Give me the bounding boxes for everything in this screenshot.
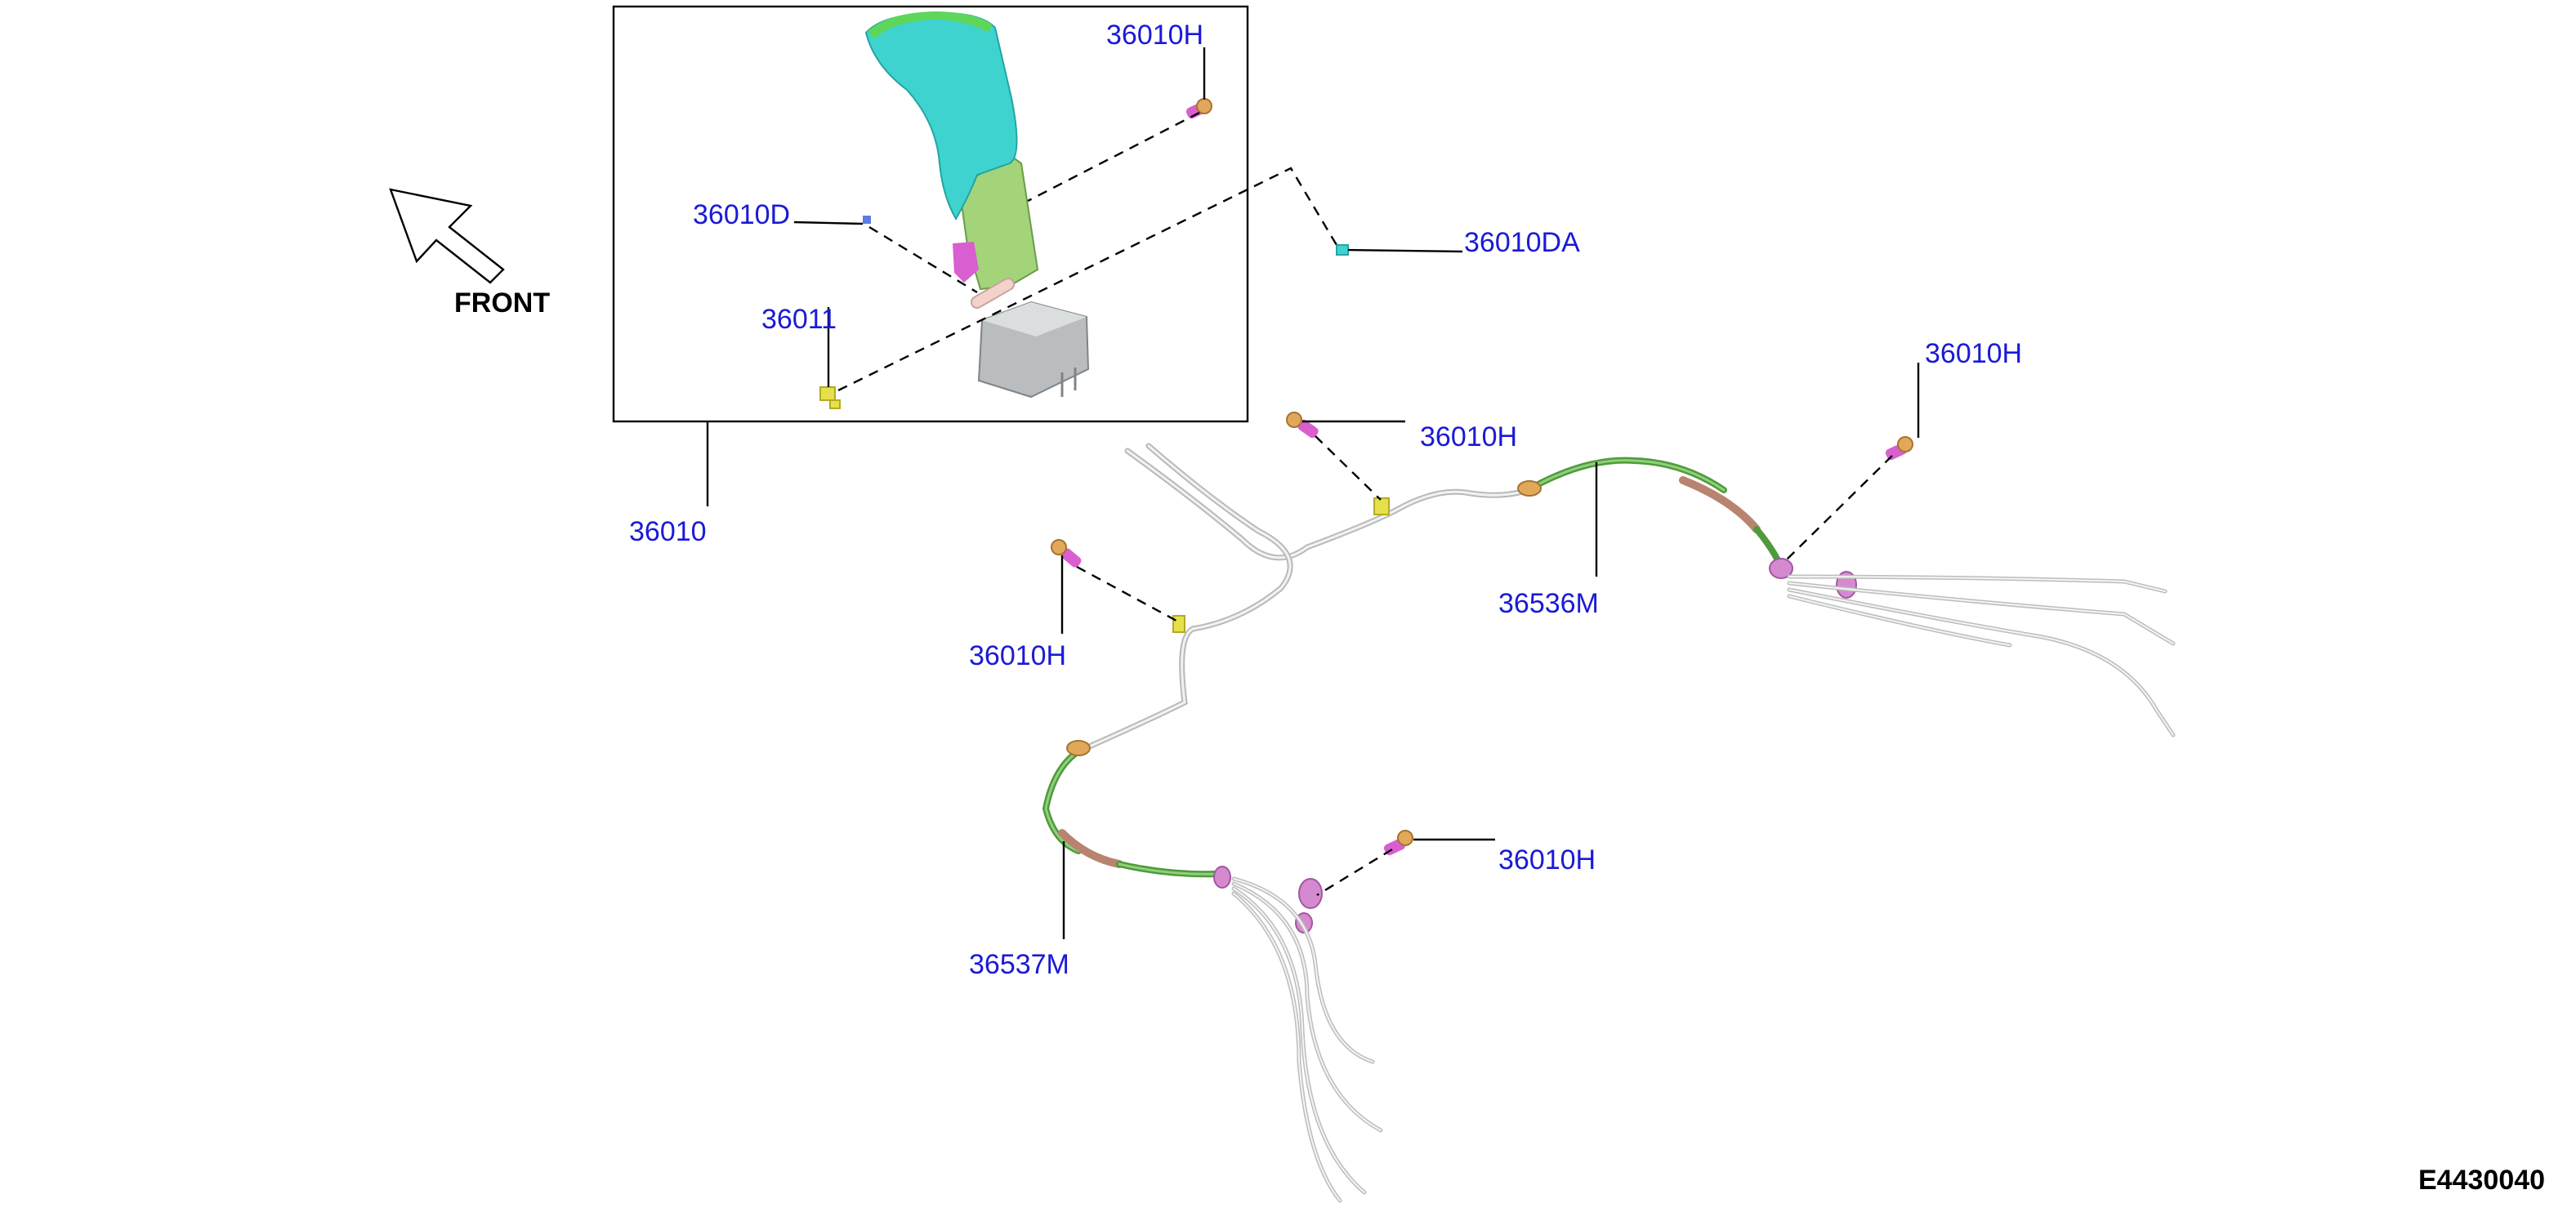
bolt-36010H-right-part [1885,436,1913,461]
front-cable [1075,443,1531,755]
bolt-36010H-left-part [1051,539,1082,568]
front-label: FRONT [454,287,550,319]
label-36010H-right: 36010H [1925,338,2022,369]
dash-36010H-mid [1315,435,1382,501]
label-36010H-left: 36010H [969,640,1066,671]
drawing-id: E4430040 [2418,1165,2545,1196]
dash-36010H-bottom [1316,848,1393,897]
clip-left-part [1172,615,1185,633]
label-36010H-top: 36010H [1106,20,1203,51]
dash-36010H-top [1027,111,1200,203]
label-36010D: 36010D [693,199,790,230]
clip-36011-part [819,386,841,409]
bolt-36010H-mid-part [1286,412,1319,439]
inset-frame [612,5,1249,423]
parking-brake-lever [864,11,1090,399]
label-36010H-mid: 36010H [1420,421,1517,452]
label-36010DA: 36010DA [1464,227,1580,258]
bolt-36010H-top-part [1185,98,1212,119]
clip-36010DA-part [1336,244,1349,256]
dash-36011-36010DA [837,167,1338,392]
label-36536M: 36536M [1498,588,1599,619]
dash-36010H-left [1076,565,1177,622]
dash-36010H-right [1785,455,1893,561]
label-36010H-bottom: 36010H [1498,844,1596,876]
label-36537M: 36537M [969,949,1069,980]
clip-mid-part [1373,497,1390,515]
label-36010: 36010 [629,516,707,547]
front-arrow-icon [389,188,505,284]
clip-36010D-part [863,216,871,224]
label-36011: 36011 [761,304,837,335]
rear-cable-36536M [1517,457,2176,737]
leader-36010D [793,221,864,225]
dash-36010D [868,225,978,294]
rear-cable-36537M [1042,740,1383,1203]
leader-36010DA [1347,248,1463,253]
